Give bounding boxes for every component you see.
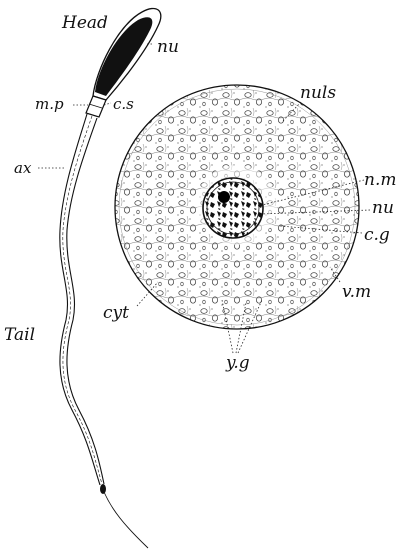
label-sperm-nucleus: nu bbox=[157, 37, 179, 57]
label-axial-filament: ax bbox=[14, 159, 32, 177]
label-vitelline-membrane: v.m bbox=[342, 282, 371, 302]
label-middle-piece: m.p bbox=[35, 95, 64, 113]
label-chromatin-granules: c.g bbox=[364, 225, 390, 245]
label-cytoplasm: cyt bbox=[103, 303, 129, 323]
label-centrosome: c.s bbox=[113, 95, 134, 113]
label-ovum-nucleus: nu bbox=[372, 198, 394, 218]
label-nuclear-membrane: n.m bbox=[364, 170, 396, 190]
label-nucleolus: nuls bbox=[300, 83, 336, 103]
tail-end-knob bbox=[100, 484, 106, 494]
sperm-end-piece bbox=[104, 492, 148, 548]
ovum-cell bbox=[115, 85, 359, 329]
ovum-nucleus bbox=[203, 178, 263, 238]
label-head: Head bbox=[61, 13, 108, 33]
label-tail: Tail bbox=[4, 325, 35, 345]
label-yolk-granules: y.g bbox=[225, 353, 250, 373]
nucleolus bbox=[218, 191, 230, 203]
